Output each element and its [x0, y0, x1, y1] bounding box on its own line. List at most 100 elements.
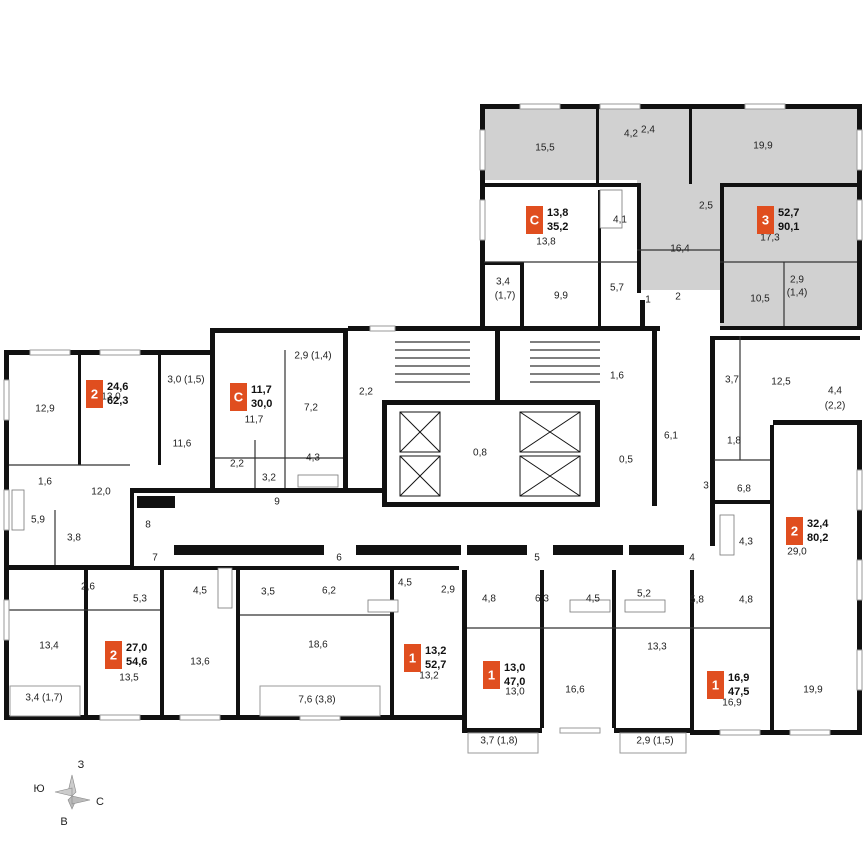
room-area-label: 19,9: [753, 141, 773, 152]
room-area-label: 4,8: [482, 594, 496, 605]
room-area-label: 2: [675, 292, 681, 303]
room-count-label: 2: [91, 386, 98, 401]
compass-east-label: С: [96, 796, 104, 808]
room-area-label: 13,3: [647, 642, 667, 653]
room-count-marker: [786, 517, 803, 545]
room-area-label: 2,9 (1,5): [636, 736, 673, 747]
room-area-label: 13,0: [101, 392, 121, 403]
room-area-label: 0,8: [473, 448, 487, 459]
room-area-label: 2,4: [641, 125, 655, 136]
room-count-marker: [105, 641, 122, 669]
room-area-label: 16,6: [565, 685, 585, 696]
room-area-label: 13,6: [190, 657, 210, 668]
room-area-label: 1,6: [38, 477, 52, 488]
room-area-label: 16,4: [670, 244, 690, 255]
room-area-label: 2,9: [790, 275, 804, 286]
room-area-label: 1: [645, 295, 651, 306]
compass-north-label: З: [78, 759, 85, 771]
elevator-shafts: [399, 411, 581, 497]
room-area-label: 17,3: [760, 233, 780, 244]
room-area-label: 6,3: [535, 594, 549, 605]
room-area-label: 3,2: [262, 473, 276, 484]
room-area-label: 9: [274, 497, 280, 508]
room-area-label: 10,5: [750, 294, 770, 305]
room-area-label: 13,5: [119, 673, 139, 684]
total-area-value: 30,0: [251, 398, 272, 410]
living-area-value: 27,0: [126, 642, 147, 654]
apartment-badge[interactable]: 1 13,2 52,7: [404, 644, 446, 672]
room-count-marker: [230, 383, 247, 411]
room-area-label: 4,3: [739, 537, 753, 548]
room-area-label: 13,4: [39, 641, 59, 652]
total-area-value: 90,1: [778, 221, 799, 233]
stairs: [395, 341, 600, 383]
living-area-value: 24,6: [107, 381, 128, 393]
room-count-label: С: [530, 212, 540, 227]
room-area-label: 7,2: [304, 403, 318, 414]
room-area-label: 19,9: [803, 685, 823, 696]
living-area-value: 13,2: [425, 645, 446, 657]
room-area-label: 13,2: [419, 671, 439, 682]
room-area-label: 4,5: [193, 586, 207, 597]
room-area-label: 3,7 (1,8): [480, 736, 517, 747]
room-area-label: 15,5: [535, 143, 555, 154]
room-count-label: 2: [791, 523, 798, 538]
room-area-label: 3: [703, 481, 709, 492]
room-count-label: 1: [712, 677, 719, 692]
room-area-label: 5: [534, 553, 540, 564]
room-area-label: 29,0: [787, 547, 807, 558]
room-area-label: (1,4): [787, 288, 808, 299]
room-count-label: 1: [409, 650, 416, 665]
partitions: [9, 249, 857, 629]
total-area-value: 52,7: [425, 659, 446, 671]
room-count-label: 1: [488, 667, 495, 682]
room-area-label: 11,7: [245, 415, 264, 426]
room-area-label: 4,3: [306, 453, 320, 464]
room-area-label: 18,6: [308, 640, 328, 651]
room-area-label: 13,8: [536, 237, 556, 248]
room-area-label: 12,9: [35, 404, 55, 415]
compass-south-label: В: [60, 816, 67, 828]
room-area-label: 4,8: [739, 595, 753, 606]
room-area-label: 1,8: [727, 436, 741, 447]
room-area-label: 3,4: [496, 277, 510, 288]
room-area-label: 11,6: [173, 439, 192, 450]
room-area-label: 5,7: [610, 283, 624, 294]
total-area-value: 80,2: [807, 532, 828, 544]
room-area-label: 2,2: [230, 459, 244, 470]
room-count-marker: [757, 206, 774, 234]
highlighted-apartment-area: [484, 108, 858, 330]
total-area-value: 54,6: [126, 656, 147, 668]
room-count-marker: [526, 206, 543, 234]
total-area-value: 47,5: [728, 686, 749, 698]
room-area-label: 6,2: [322, 586, 336, 597]
room-area-label: 3,7: [725, 375, 739, 386]
room-area-label: 4: [689, 553, 695, 564]
room-area-label: 12,0: [91, 487, 111, 498]
room-area-label: 2,2: [359, 387, 373, 398]
room-area-label: (2,2): [825, 401, 846, 412]
room-area-label: 5,8: [690, 595, 704, 606]
room-area-label: 3,4 (1,7): [25, 693, 62, 704]
windows: [3, 103, 863, 754]
room-area-label: 8: [145, 520, 151, 531]
room-area-label: 6,1: [664, 431, 678, 442]
room-area-label: 13,0: [505, 687, 525, 698]
room-area-label: 16,9: [722, 698, 742, 709]
room-area-label: 3,5: [261, 587, 275, 598]
room-area-label: (1,7): [495, 291, 516, 302]
room-area-label: 1,6: [610, 371, 624, 382]
room-area-label: 4,5: [586, 594, 600, 605]
room-count-marker: [404, 644, 421, 672]
